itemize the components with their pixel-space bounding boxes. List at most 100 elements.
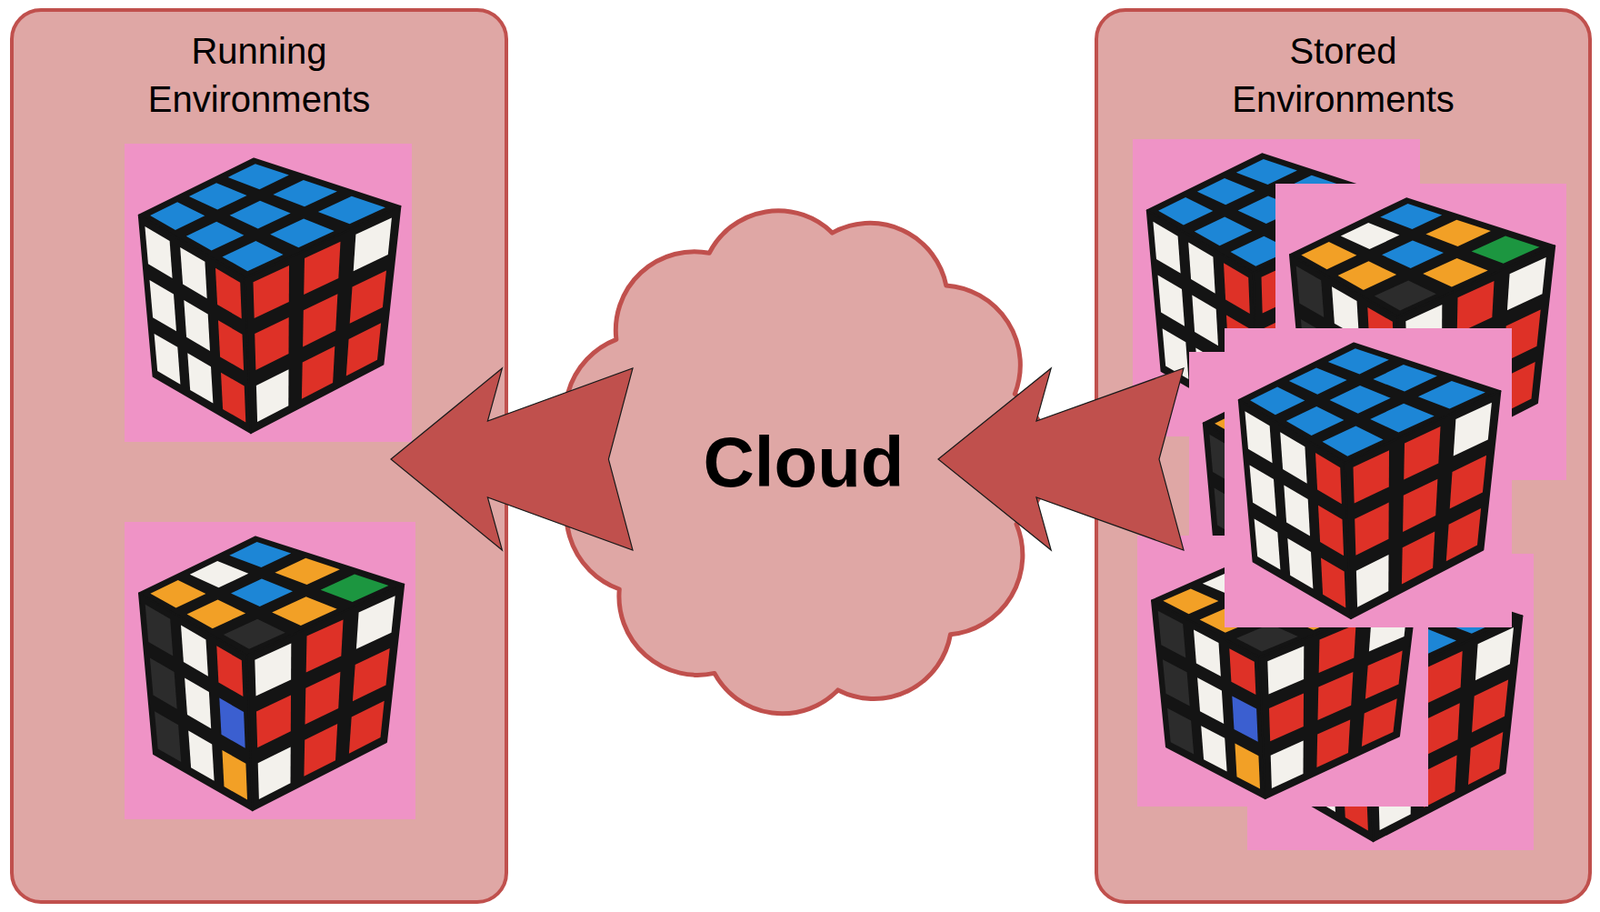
cube-sticker xyxy=(180,625,209,677)
cube-sticker xyxy=(256,369,290,422)
cube-face xyxy=(246,584,404,811)
cube-sticker xyxy=(1188,242,1216,294)
cube-sticker xyxy=(230,579,293,608)
cube-sticker xyxy=(1471,680,1509,733)
cube-photo xyxy=(124,521,416,820)
cube-sticker xyxy=(1315,452,1342,504)
cube-sticker xyxy=(346,322,381,376)
cube-sticker xyxy=(1318,671,1354,720)
cube-sticker xyxy=(1296,265,1325,318)
cube-sticker xyxy=(184,678,211,730)
cube-sticker xyxy=(306,619,344,672)
cube-sticker xyxy=(274,558,340,585)
cube-sticker xyxy=(1254,519,1281,570)
cube-sticker xyxy=(186,221,245,251)
cube-photo xyxy=(1224,328,1512,628)
cube-sticker xyxy=(305,671,341,725)
cube-sticker xyxy=(1401,530,1435,584)
cube-sticker xyxy=(1158,275,1186,327)
block-arrow xyxy=(390,368,633,550)
cube-sticker xyxy=(229,541,291,568)
cube-sticker xyxy=(220,372,246,423)
panel-title: Running Environments xyxy=(122,27,396,124)
cube-sticker xyxy=(1338,260,1398,290)
cube-sticker xyxy=(1234,743,1260,790)
cube-face xyxy=(1239,400,1351,619)
cube-sticker xyxy=(253,265,290,319)
cube-sticker xyxy=(353,218,392,272)
photo-background xyxy=(124,143,412,442)
cube-sticker xyxy=(1507,257,1547,310)
cube-sticker xyxy=(1424,702,1460,756)
cube-sticker xyxy=(144,226,172,279)
cube-sticker xyxy=(302,293,338,347)
cube-sticker xyxy=(1194,216,1253,246)
cube-sticker xyxy=(1340,222,1400,250)
panel-title: Stored Environments xyxy=(1207,27,1480,124)
cube-sticker xyxy=(1353,450,1390,503)
cube-photo xyxy=(124,143,412,442)
cube-sticker xyxy=(1320,557,1346,608)
cube-sticker xyxy=(1426,650,1463,704)
cube-sticker xyxy=(219,698,245,749)
cube-sticker xyxy=(356,595,396,649)
cube-sticker xyxy=(1152,221,1180,274)
cube-sticker xyxy=(187,352,213,403)
cube-sticker xyxy=(218,320,244,370)
cube-sticker xyxy=(154,710,181,762)
cube-face xyxy=(245,206,401,433)
cube-sticker xyxy=(1244,410,1272,463)
cube-sticker xyxy=(1372,364,1438,391)
cube-face xyxy=(139,215,251,434)
cube-sticker xyxy=(187,599,247,629)
cube-sticker xyxy=(216,645,243,697)
cube-sticker xyxy=(1158,610,1187,659)
cube-sticker xyxy=(1287,538,1313,590)
cube-sticker xyxy=(272,180,338,207)
cube-sticker xyxy=(1381,240,1444,269)
cube-sticker xyxy=(1319,624,1357,673)
cube-sticker xyxy=(1269,693,1304,742)
cube-sticker xyxy=(1191,295,1219,347)
cube-sticker xyxy=(350,270,387,323)
cube-sticker xyxy=(1475,627,1514,680)
cube-sticker xyxy=(1423,754,1457,808)
cube-sticker xyxy=(1200,725,1227,771)
cube-sticker xyxy=(1280,431,1308,484)
cube-sticker xyxy=(154,333,181,385)
cube-sticker xyxy=(1316,719,1350,768)
cube-sticker xyxy=(1468,731,1503,785)
cube-sticker xyxy=(150,280,178,331)
cube-sticker xyxy=(230,200,291,230)
cube-sticker xyxy=(1402,479,1438,532)
cube-sticker xyxy=(1167,708,1194,755)
cube-sticker xyxy=(190,560,249,588)
cube-sticker xyxy=(1425,220,1491,247)
cube-sticker xyxy=(180,247,208,299)
cube-sticker xyxy=(1289,367,1348,394)
cube-sticker xyxy=(1197,677,1224,724)
cube-sticker xyxy=(256,695,291,749)
cube-sticker xyxy=(1318,505,1344,557)
connector-arrow xyxy=(938,368,1184,550)
cube-sticker xyxy=(1231,695,1258,741)
cube-sticker xyxy=(254,643,291,697)
cube-sticker xyxy=(228,163,290,190)
cube-face xyxy=(1345,390,1501,619)
cube-sticker xyxy=(303,241,340,295)
cube-sticker xyxy=(183,300,210,351)
cube-sticker xyxy=(1450,455,1487,510)
cube-sticker xyxy=(1267,646,1304,695)
connector-arrow xyxy=(390,368,633,550)
cube-sticker xyxy=(303,723,338,777)
cube-sticker xyxy=(1270,740,1304,789)
cube-sticker xyxy=(1365,650,1403,700)
cube-sticker xyxy=(1197,178,1256,205)
photo-background xyxy=(1224,328,1512,628)
photo-background xyxy=(124,521,416,820)
cube-sticker xyxy=(1250,464,1278,517)
cube-sticker xyxy=(1446,508,1481,561)
cube-sticker xyxy=(1286,406,1345,436)
cube-sticker xyxy=(352,648,390,701)
